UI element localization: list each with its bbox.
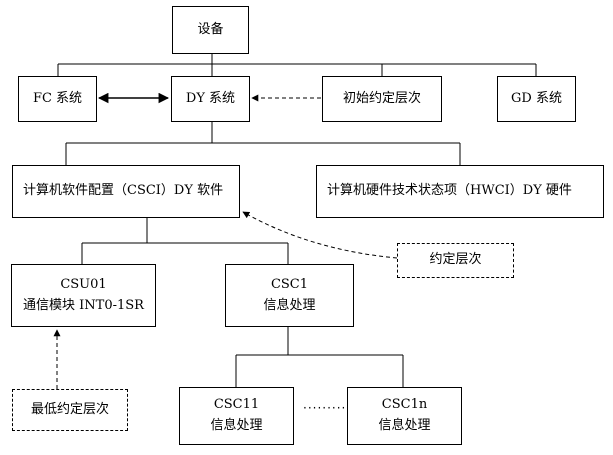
node-label: FC 系统 <box>32 90 83 106</box>
node-code: CSC11 <box>213 397 260 413</box>
node-initial-level: 初始约定层次 <box>322 76 442 122</box>
node-label: GD 系统 <box>511 90 562 106</box>
node-label: 约定层次 <box>429 252 482 268</box>
node-code: CSC1 <box>270 276 309 292</box>
node-dy-system: DY 系统 <box>171 76 250 122</box>
node-label: 信息处理 <box>263 297 316 313</box>
node-label: 通信模块 INT0-1SR <box>23 297 144 313</box>
node-equipment: 设备 <box>172 6 249 54</box>
agreed-level-arrow <box>242 211 398 259</box>
node-csc1n: CSC1n 信息处理 <box>347 387 462 445</box>
node-label: 信息处理 <box>378 418 431 433</box>
node-csc1: CSC1 信息处理 <box>225 264 354 327</box>
node-csci: 计算机软件配置（CSCI）DY 软件 <box>12 165 240 218</box>
node-code: CSC1n <box>381 397 428 413</box>
node-gd-system: GD 系统 <box>497 76 576 122</box>
node-hwci: 计算机硬件技术状态项（HWCI）DY 硬件 <box>316 165 604 218</box>
node-label: 计算机软件配置（CSCI）DY 软件 <box>23 183 224 199</box>
node-agreed-level: 约定层次 <box>397 243 514 278</box>
node-label: DY 系统 <box>185 90 236 106</box>
ellipsis: ·········· <box>303 401 352 415</box>
node-label: 设备 <box>197 21 224 37</box>
node-label: 计算机硬件技术状态项（HWCI）DY 硬件 <box>327 183 572 199</box>
node-label: 最低约定层次 <box>30 401 109 417</box>
node-lowest-level: 最低约定层次 <box>12 389 128 431</box>
node-csu01: CSU01 通信模块 INT0-1SR <box>11 264 156 327</box>
node-fc-system: FC 系统 <box>18 76 97 122</box>
node-label: 信息处理 <box>210 418 263 433</box>
node-code: CSU01 <box>60 276 107 292</box>
node-csc11: CSC11 信息处理 <box>179 387 294 445</box>
node-label: 初始约定层次 <box>342 90 421 106</box>
